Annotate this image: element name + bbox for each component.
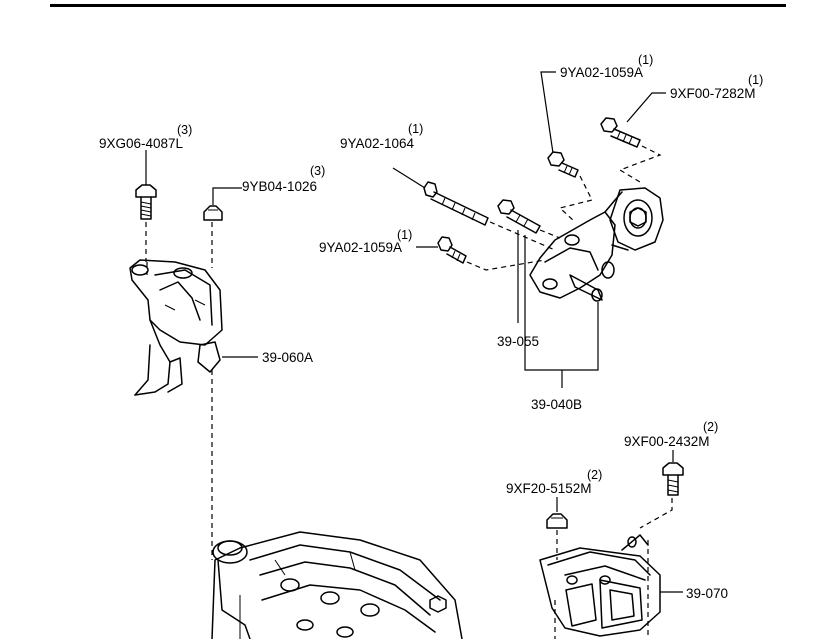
label-39-055: 39-055 <box>497 334 539 349</box>
nut-9xf20-5152m-icon <box>546 513 568 529</box>
label-39-060a: 39-060A <box>262 350 313 365</box>
qty-9ya02-1059a-left: (1) <box>397 228 412 242</box>
qty-9yb04-1026: (3) <box>310 164 325 178</box>
short-bolt-9ya02-1059a-right-icon <box>547 151 579 178</box>
qty-9xf00-2432m: (2) <box>703 420 718 434</box>
label-39-040b: 39-040B <box>531 397 582 412</box>
qty-9xf20-5152m: (2) <box>587 468 602 482</box>
label-9ya02-1064: 9YA02-1064 <box>340 136 415 151</box>
label-39-070: 39-070 <box>686 586 728 601</box>
qty-9xg06-4087l: (3) <box>177 123 192 137</box>
bolt-9xf00-2432m-icon <box>662 462 684 496</box>
short-bolt-9ya02-1059a-left-icon <box>437 236 467 264</box>
transmission-mount-39-070-icon <box>539 534 661 637</box>
qty-9xf00-7282m: (1) <box>748 73 763 87</box>
left-engine-mount-39-060a-icon <box>129 259 223 396</box>
label-9xf20-5152m: 9XF20-5152M <box>506 481 592 496</box>
qty-9ya02-1064: (1) <box>408 122 423 136</box>
label-9xf00-7282m: 9XF00-7282M <box>670 86 756 101</box>
top-border-line <box>50 4 786 7</box>
long-bolt-9ya02-1064-icon <box>423 181 489 226</box>
bolt-9xg06-4087l-icon <box>135 184 157 220</box>
label-9ya02-1059a-right: 9YA02-1059A <box>560 65 643 80</box>
bracket-bolt-icon <box>497 199 541 234</box>
qty-9ya02-1059a-right: (1) <box>638 53 653 67</box>
label-9ya02-1059a-left: 9YA02-1059A <box>319 240 402 255</box>
nut-9yb04-1026-icon <box>203 205 223 221</box>
label-9xg06-4087l: 9XG06-4087L <box>99 136 184 151</box>
bolt-9xf00-7282m-icon <box>600 117 641 148</box>
engine-block-icon <box>211 531 463 639</box>
rear-engine-mount-39-040b-icon <box>529 187 664 302</box>
label-9yb04-1026: 9YB04-1026 <box>242 179 317 194</box>
label-9xf00-2432m: 9XF00-2432M <box>624 434 710 449</box>
